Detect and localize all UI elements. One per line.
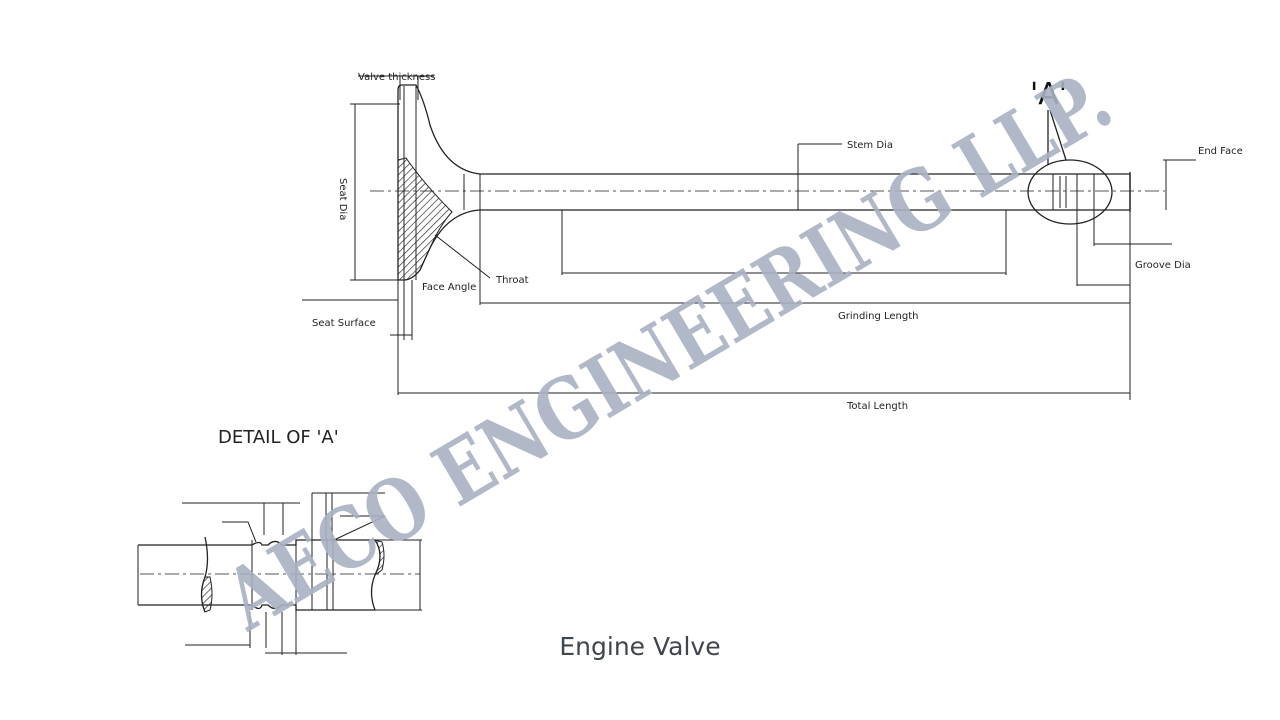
labels: Valve thickness Seat Dia Face Angle Thro… <box>218 72 1243 448</box>
label-seat-dia: Seat Dia <box>337 178 348 220</box>
valve-head-outline <box>397 84 1131 281</box>
detail-a-circle <box>1027 159 1113 225</box>
label-seat-surface: Seat Surface <box>312 318 376 329</box>
label-grinding-length: Grinding Length <box>838 311 918 322</box>
caption: Engine Valve <box>559 632 721 661</box>
detail-a-view <box>137 492 422 655</box>
valve-main-view <box>302 75 1196 400</box>
label-stem-dia: Stem Dia <box>847 140 893 151</box>
detail-title: DETAIL OF 'A' <box>218 427 339 448</box>
label-groove-dia: Groove Dia <box>1135 260 1191 271</box>
label-face-angle: Face Angle <box>422 282 476 293</box>
label-end-face: End Face <box>1198 146 1243 157</box>
detail-a-marker: 'A' <box>1030 77 1067 112</box>
label-throat: Throat <box>495 275 529 286</box>
label-valve-thickness: Valve thickness <box>358 72 435 83</box>
label-total-length: Total Length <box>846 401 908 412</box>
hatched-section <box>397 157 453 281</box>
watermark: AECO ENGINEERING LLP. <box>207 50 1127 650</box>
